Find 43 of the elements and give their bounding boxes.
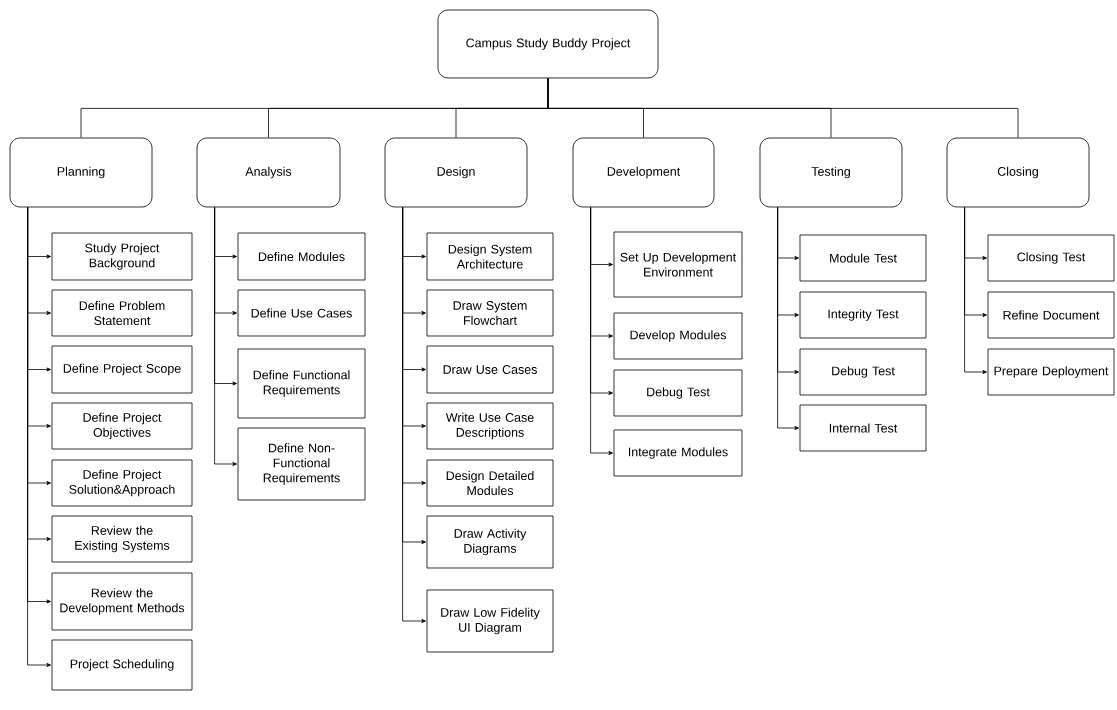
task-box: Draw Use Cases — [426, 345, 554, 394]
connector — [964, 207, 987, 374]
task-box: Debug Test — [613, 369, 743, 417]
task-box: Develop Modules — [613, 312, 743, 360]
task-box: Define Project Scope — [51, 345, 193, 394]
task-box: Define Use Cases — [237, 289, 366, 337]
task-box: Study Project Background — [51, 232, 193, 281]
task-box: Review the Development Methods — [51, 572, 193, 631]
task-box: Closing Test — [987, 234, 1115, 282]
phase-box: Design — [384, 137, 528, 208]
connector — [402, 207, 426, 623]
task-box: Refine Document — [987, 291, 1115, 339]
connector — [590, 207, 613, 455]
task-box: Set Up Development Environment — [613, 231, 743, 298]
task-box: Draw System Flowchart — [426, 289, 554, 337]
task-box: Integrate Modules — [613, 429, 743, 477]
task-box: Project Scheduling — [51, 639, 193, 691]
task-box: Define Non-Functional Requirements — [237, 427, 366, 501]
task-box: Internal Test — [799, 404, 927, 452]
task-box: Define Problem Statement — [51, 289, 193, 337]
task-box: Define Project Objectives — [51, 402, 193, 450]
task-box: Define Functional Requirements — [237, 348, 366, 419]
phase-box: Testing — [759, 137, 903, 208]
connector — [214, 207, 237, 466]
phase-box: Analysis — [196, 137, 341, 208]
task-box: Review the Existing Systems — [51, 515, 193, 563]
task-box: Integrity Test — [799, 291, 927, 339]
root-box: Campus Study Buddy Project — [437, 9, 659, 79]
task-box: Debug Test — [799, 348, 927, 396]
task-box: Define Modules — [237, 232, 366, 281]
phase-box: Development — [572, 137, 715, 208]
phase-box: Closing — [946, 137, 1090, 208]
phase-box: Planning — [9, 137, 153, 208]
connector — [777, 207, 799, 430]
task-box: Draw Low Fidelity UI Diagram — [426, 589, 554, 653]
connector — [547, 78, 1019, 138]
task-box: Write Use Case Descriptions — [426, 402, 554, 450]
task-box: Design Detailed Modules — [426, 459, 554, 507]
task-box: Draw Activity Diagrams — [426, 515, 554, 569]
task-box: Design System Architecture — [426, 232, 554, 281]
task-box: Define Project Solution&Approach — [51, 459, 193, 507]
task-box: Module Test — [799, 234, 927, 282]
task-box: Prepare Deployment — [987, 348, 1115, 396]
